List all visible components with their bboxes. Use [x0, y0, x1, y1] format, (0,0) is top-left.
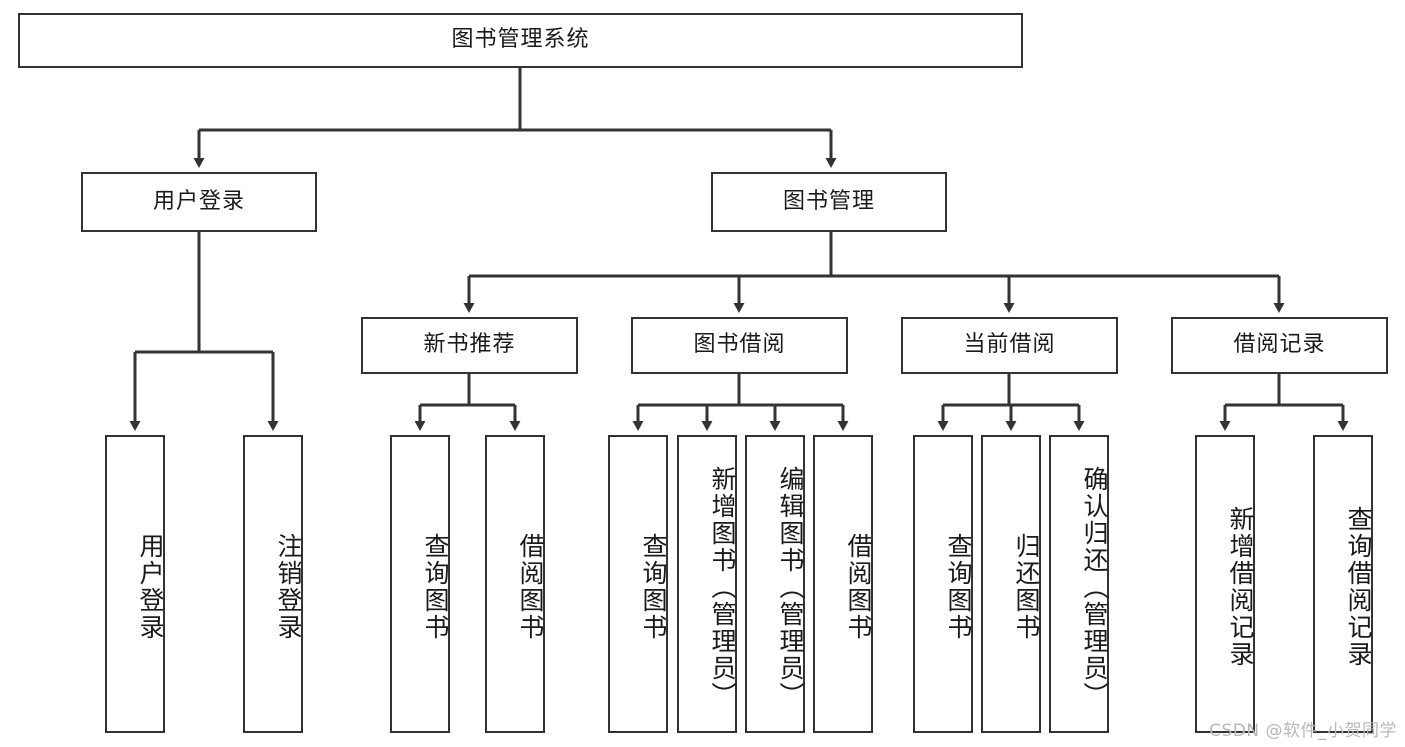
node-label: 借阅图书: [516, 533, 545, 641]
node-label: 归还图书: [1012, 533, 1041, 641]
leaf-add-book[interactable]: 新增图书（管理员）: [677, 435, 737, 733]
node-new-book-recommend[interactable]: 新书推荐: [361, 317, 578, 374]
node-label: 借阅图书: [844, 533, 873, 641]
node-label: 图书管理系统: [451, 27, 590, 53]
csdn-watermark: CSDN @软件_小贺同学: [1209, 721, 1397, 741]
node-label: 当前借阅: [963, 332, 1056, 358]
leaf-user-login[interactable]: 用户登录: [105, 435, 165, 733]
node-label: 借阅记录: [1233, 332, 1326, 358]
leaf-borrow-book-1[interactable]: 借阅图书: [485, 435, 545, 733]
leaf-confirm-return[interactable]: 确认归还（管理员）: [1049, 435, 1109, 733]
node-root-book-management-system[interactable]: 图书管理系统: [18, 13, 1023, 68]
node-label: 图书借阅: [693, 332, 786, 358]
node-book-borrow[interactable]: 图书借阅: [631, 317, 848, 374]
node-label: 确认归还（管理员）: [1080, 465, 1109, 709]
leaf-query-book-1[interactable]: 查询图书: [390, 435, 450, 733]
leaf-logout-login[interactable]: 注销登录: [243, 435, 303, 733]
leaf-return-book[interactable]: 归还图书: [981, 435, 1041, 733]
leaf-query-book-3[interactable]: 查询图书: [913, 435, 973, 733]
leaf-query-borrow-record[interactable]: 查询借阅记录: [1313, 435, 1373, 733]
node-label: 编辑图书（管理员）: [776, 465, 805, 709]
node-label: 新书推荐: [423, 332, 516, 358]
node-current-borrow[interactable]: 当前借阅: [901, 317, 1118, 374]
node-label: 新增图书（管理员）: [708, 465, 737, 709]
leaf-query-book-2[interactable]: 查询图书: [608, 435, 668, 733]
node-borrow-record[interactable]: 借阅记录: [1171, 317, 1388, 374]
leaf-add-borrow-record[interactable]: 新增借阅记录: [1195, 435, 1255, 733]
node-label: 新增借阅记录: [1226, 506, 1255, 668]
node-label: 用户登录: [136, 533, 165, 641]
leaf-edit-book[interactable]: 编辑图书（管理员）: [745, 435, 805, 733]
leaf-borrow-book-2[interactable]: 借阅图书: [813, 435, 873, 733]
node-label: 查询借阅记录: [1344, 506, 1373, 668]
node-label: 查询图书: [421, 533, 450, 641]
node-label: 查询图书: [639, 533, 668, 641]
node-user-login[interactable]: 用户登录: [81, 172, 317, 232]
node-label: 注销登录: [274, 533, 303, 641]
node-book-management[interactable]: 图书管理: [711, 172, 947, 232]
node-label: 图书管理: [782, 188, 875, 214]
node-label: 用户登录: [152, 188, 245, 214]
node-label: 查询图书: [944, 533, 973, 641]
